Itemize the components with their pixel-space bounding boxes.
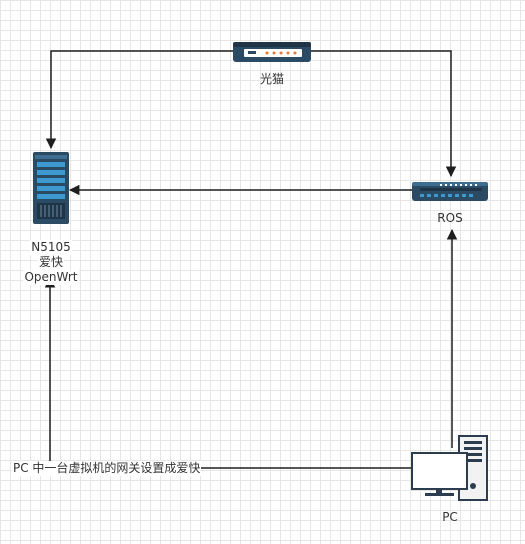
edge-modem-to-router: [311, 50, 457, 178]
pc-label: PC: [442, 510, 458, 524]
server-label-line-os: 爱快: [37, 255, 64, 270]
server-label: N5105 爱快 OpenWrt: [16, 240, 86, 285]
server-rack-icon: [33, 152, 69, 224]
server-label-line-model: N5105: [30, 240, 72, 255]
pc-note-label: PC 中一台虚拟机的网关设置成爱快: [12, 461, 202, 476]
desktop-pc-icon: [411, 435, 488, 501]
edge-modem-to-server: [45, 50, 233, 150]
connections: [44, 50, 458, 469]
modem-icon: [233, 42, 311, 62]
router-label: ROS: [437, 211, 463, 225]
edge-pc-to-server: [44, 276, 412, 469]
router-switch-icon: [412, 182, 488, 201]
server-label-line-firmware: OpenWrt: [23, 270, 79, 285]
modem-label: 光猫: [259, 72, 284, 86]
